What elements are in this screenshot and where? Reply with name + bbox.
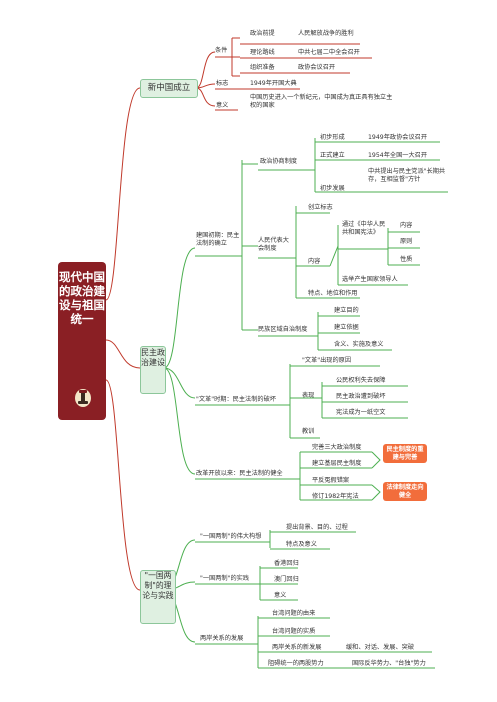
- b2-npc-item2: 性质: [400, 256, 413, 263]
- b2-cppcc-k2: 初步发展: [320, 185, 345, 192]
- b3-s1-item1: 特点及意义: [286, 541, 317, 548]
- b1-meaning-value: 中国历史进入一个新纪元，中国成为真正具有独立主权的国家: [250, 94, 393, 109]
- b2-npc-content-label: 内容: [308, 258, 321, 265]
- b3-s2-item2: 意义: [274, 592, 287, 599]
- callout-democracy-rebuild: 民主制度的重建与完善: [383, 444, 427, 463]
- connector-b2: [105, 339, 141, 369]
- b2-cppcc-v1: 1954年全国一大召开: [368, 152, 428, 159]
- branch-new-china-title: 新中国成立: [147, 83, 191, 93]
- b2-s2-label: "文革"时期：民主法制的破坏: [196, 396, 276, 403]
- b2-s2-perf-0: 公民权利失去保障: [336, 377, 386, 384]
- connector-b1: [105, 87, 141, 301]
- b2-s3-item2: 平反冤假错案: [312, 477, 350, 484]
- b2-npc-label: 人民代表大会制度: [258, 237, 289, 252]
- b3-s2-item0: 香港回归: [274, 560, 299, 567]
- b2-s2-perf-label: 表现: [302, 392, 315, 399]
- branch-one-country-title: "一国两制"的理论与实践: [142, 571, 174, 600]
- branch-one-country: "一国两制"的理论与实践: [140, 570, 176, 624]
- branch-new-china: 新中国成立: [140, 79, 198, 98]
- b2-cppcc-k0: 初步形成: [320, 134, 345, 141]
- callout-law-improve: 法律制度走向健全: [383, 482, 427, 501]
- b2-s3-label: 改革开放以来：民主法制的健全: [196, 470, 283, 477]
- branch-democracy-title: 民主政治建设: [141, 348, 165, 367]
- b2-autonomy-item0: 建立目的: [334, 307, 359, 314]
- b2-cppcc-v0: 1949年政协会议召开: [368, 134, 428, 141]
- b2-s2-perf-1: 民主政治遭到破坏: [336, 393, 386, 400]
- b3-s3-k1: 台湾问题的实质: [272, 628, 316, 635]
- b3-s3-k0: 台湾问题的由来: [272, 610, 316, 617]
- branch-democracy: 民主政治建设: [140, 346, 166, 394]
- b1-cond-label: 条件: [215, 47, 228, 54]
- b3-s2-item1: 澳门回归: [274, 576, 299, 583]
- stamp-icon: [75, 389, 91, 407]
- b1-sign-value: 1949年开国大典: [250, 80, 297, 87]
- b2-npc-elect: 选举产生国家领导人: [342, 276, 398, 283]
- b2-cppcc-label: 政治协商制度: [260, 158, 298, 165]
- b2-npc-sign: 创立标志: [308, 204, 333, 211]
- b1-meaning-label: 意义: [216, 102, 229, 109]
- b1-cond-v2: 政协会议召开: [298, 64, 336, 71]
- connector-b3: [105, 379, 141, 591]
- b2-npc-feature: 特点、地位和作用: [308, 290, 358, 297]
- b3-s3-k3: 阻碍统一的两股势力: [268, 660, 324, 667]
- b2-npc-item0: 内容: [400, 222, 413, 229]
- b2-cppcc-v2: 中共提出与民主党派"长期共存，互相监督"方针: [368, 168, 446, 183]
- b2-s1-label: 建国初期：民主法制的确立: [196, 232, 240, 247]
- b2-s2-reason: "文革"出现的原因: [302, 357, 352, 364]
- b2-s2-lesson: 教训: [302, 428, 315, 435]
- b2-cppcc-k1: 正式建立: [320, 152, 345, 159]
- b3-s3-v2: 缓和、对话、发展、突破: [346, 644, 415, 651]
- b1-cond-k2: 组织准备: [250, 64, 275, 71]
- b2-s3-item1: 建立基层民主制度: [312, 460, 362, 467]
- b2-s2-perf-2: 宪法成为一纸空文: [336, 409, 386, 416]
- root-node: 现代中国的政治建设与祖国统一: [58, 262, 106, 420]
- b3-s3-label: 两岸关系的发展: [200, 635, 244, 642]
- b3-s2-label: "一国两制"的实践: [200, 575, 250, 582]
- b3-s1-item0: 提出背景、目的、过程: [286, 524, 348, 531]
- b1-cond-k0: 政治前提: [250, 30, 275, 37]
- b1-sign-label: 标志: [216, 80, 229, 87]
- b2-autonomy-item1: 建立依据: [334, 324, 359, 331]
- b1-cond-v0: 人民解放战争的胜利: [298, 30, 354, 37]
- b3-s1-label: "一国两制"的伟大构想: [200, 533, 262, 540]
- b2-npc-via: 通过《中华人民共和国宪法》: [342, 221, 386, 236]
- b2-autonomy-label: 民族区域自治制度: [258, 326, 308, 333]
- b1-cond-v1: 中共七届二中全会召开: [298, 49, 360, 56]
- b2-s3-item3: 修订1982年宪法: [312, 493, 359, 500]
- b1-cond-k1: 理论路线: [250, 49, 275, 56]
- b2-autonomy-item2: 含义、实施及意义: [334, 341, 384, 348]
- root-title: 现代中国的政治建设与祖国统一: [59, 270, 105, 326]
- b3-s3-v3: 国际反华势力、"台独"势力: [352, 660, 426, 667]
- b2-s3-item0: 完善三大政治制度: [312, 444, 362, 451]
- b3-s3-k2: 两岸关系的新发展: [272, 644, 322, 651]
- b2-npc-item1: 原则: [400, 238, 413, 245]
